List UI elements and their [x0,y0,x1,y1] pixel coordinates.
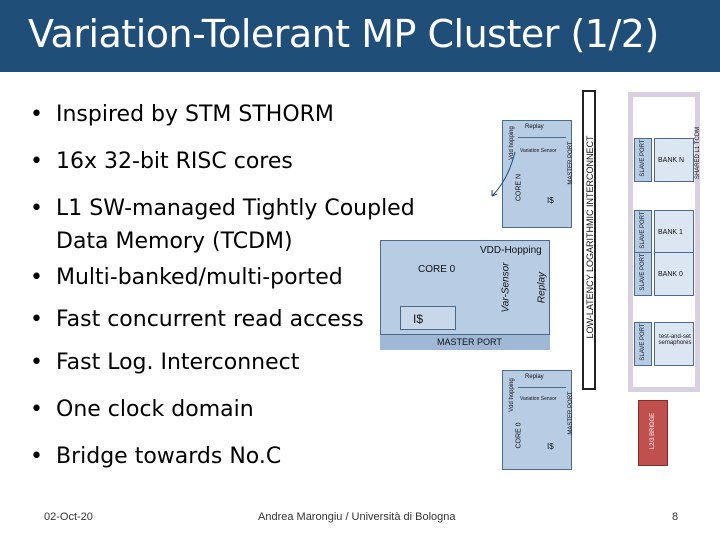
core-bottom-vdd: Vdd hopping [509,378,515,412]
shared-mem-label: SHARED L1 TCDM [695,126,701,180]
bullet-dot: • [30,350,43,375]
title-bar [0,0,720,72]
bullet-4: • Multi-banked/multi-ported [30,265,343,290]
bullet-text: Bridge towards No.C [56,444,282,469]
bank-0-label: BANK 0 [658,271,683,278]
slave-port-sem [634,322,652,366]
bridge-label: L2/3 BRIDGE [650,412,656,450]
bullet-dot: • [30,265,43,290]
bank-1 [654,210,694,254]
core-mid-master-bar [380,334,550,350]
bullet-text: 16x 32-bit RISC cores [56,149,293,174]
bullet-dot: • [30,444,43,469]
core-mid-block [380,240,550,350]
bullet-text: Data Memory (TCDM) [56,229,293,254]
core-top-block [502,120,572,228]
bullet-1: • Inspired by STM STHORM [30,102,334,127]
core-bottom-replay: Replay [525,374,544,380]
core-mid-replay: Replay [536,271,548,304]
slave-port-label: SLAVE PORT [640,139,646,177]
core-top-icache: I$ [547,196,554,205]
core-bottom-label: CORE 0 [515,422,523,449]
footer-author: Andrea Marongiu / Università di Bologna [258,511,456,523]
divider [518,387,566,388]
bullet-text: Fast concurrent read access [56,307,364,332]
slave-port-0 [634,252,652,296]
core-top-master: MASTER PORT [568,141,574,185]
bullet-text: One clock domain [56,397,254,422]
core-mid-master: MASTER PORT [437,337,502,347]
bridge-block [638,400,668,466]
bullet-text: L1 SW-managed Tightly Coupled [56,196,415,221]
core-top-replay: Replay [525,124,544,130]
bullet-7: • One clock domain [30,397,254,422]
bullet-dot: • [30,149,43,174]
shared-mem-outline [628,92,700,392]
bullet-text: Fast Log. Interconnect [56,350,300,375]
bullet-2: • 16x 32-bit RISC cores [30,149,293,174]
core-mid-icache: I$ [413,312,424,326]
bank-n-label: BANK N [658,157,685,164]
core-mid-vdd: VDD-Hopping [480,245,542,256]
core-mid-label: CORE 0 [418,264,456,275]
core-bottom-icache: I$ [547,442,554,451]
core-mid-icache-box [400,306,456,330]
interconnect-label: LOW-LATENCY LOGARITHMIC INTERCONNECT [585,135,595,339]
bank-n [654,138,694,182]
core-mid-vsensor: Var-Sensor [500,262,512,313]
slave-port-label: SLAVE PORT [640,253,646,291]
slave-port-label: SLAVE PORT [640,323,646,361]
bullet-dot: • [30,397,43,422]
footer-date: 02-Oct-20 [44,511,93,523]
bullet-6: • Fast Log. Interconnect [30,350,300,375]
bank-0 [654,252,694,296]
bullet-text: Inspired by STM STHORM [56,102,334,127]
slave-port-label: SLAVE PORT [640,211,646,249]
page-number: 8 [672,511,679,523]
bullet-dot: • [30,307,43,332]
bullet-5: • Fast concurrent read access [30,307,364,332]
bullet-3: • L1 SW-managed Tightly Coupled [30,196,415,221]
core-bottom-block [502,370,572,470]
bullet-8: • Bridge towards No.C [30,444,282,469]
slide-title: Variation-Tolerant MP Cluster (1/2) [28,12,659,56]
core-bottom-master: MASTER PORT [568,391,574,435]
slave-port-n [634,138,652,182]
bullet-dot: • [30,102,43,127]
bank-1-label: BANK 1 [658,229,683,236]
sensor-arrow [491,151,516,197]
core-top-sensor: Variation Sensor [520,148,557,154]
divider [518,137,566,138]
bullet-3-cont: Data Memory (TCDM) [56,229,293,254]
semaphores [654,322,694,366]
interconnect-bar [582,90,596,390]
bullet-text: Multi-banked/multi-ported [56,265,343,290]
semaphores-label: test-and-set semaphores [658,334,692,346]
bullet-dot: • [30,196,43,221]
core-bottom-sensor: Variation Sensor [520,396,557,402]
